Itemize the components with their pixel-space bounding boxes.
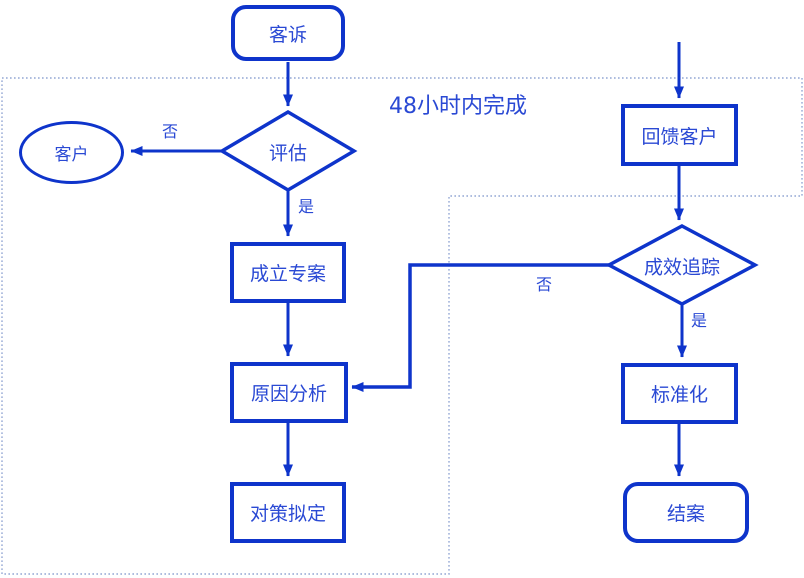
- edge-label-tracking-no: 否: [535, 275, 553, 294]
- node-feedback: 回馈客户: [621, 104, 738, 166]
- arrow-tracking-no-to-analysis: [351, 263, 609, 392]
- edge-label-evaluate-no: 否: [161, 122, 179, 141]
- node-customer: 客户: [19, 121, 124, 184]
- node-standardize: 标准化: [621, 363, 738, 424]
- edge-label-tracking-yes: 是: [690, 311, 708, 330]
- 48h-deadline-label: 48小时内完成: [389, 94, 527, 119]
- 48h-boundary-region: [1, 77, 803, 575]
- node-evaluate-label: 评估: [268, 142, 308, 165]
- node-countermeasure: 对策拟定: [230, 482, 346, 543]
- node-project: 成立专案: [230, 242, 346, 303]
- node-analysis: 原因分析: [230, 362, 348, 423]
- node-close: 结案: [623, 482, 749, 543]
- node-tracking-label: 成效追踪: [643, 256, 721, 279]
- edge-label-evaluate-yes: 是: [297, 197, 315, 216]
- node-complaint: 客诉: [231, 5, 345, 61]
